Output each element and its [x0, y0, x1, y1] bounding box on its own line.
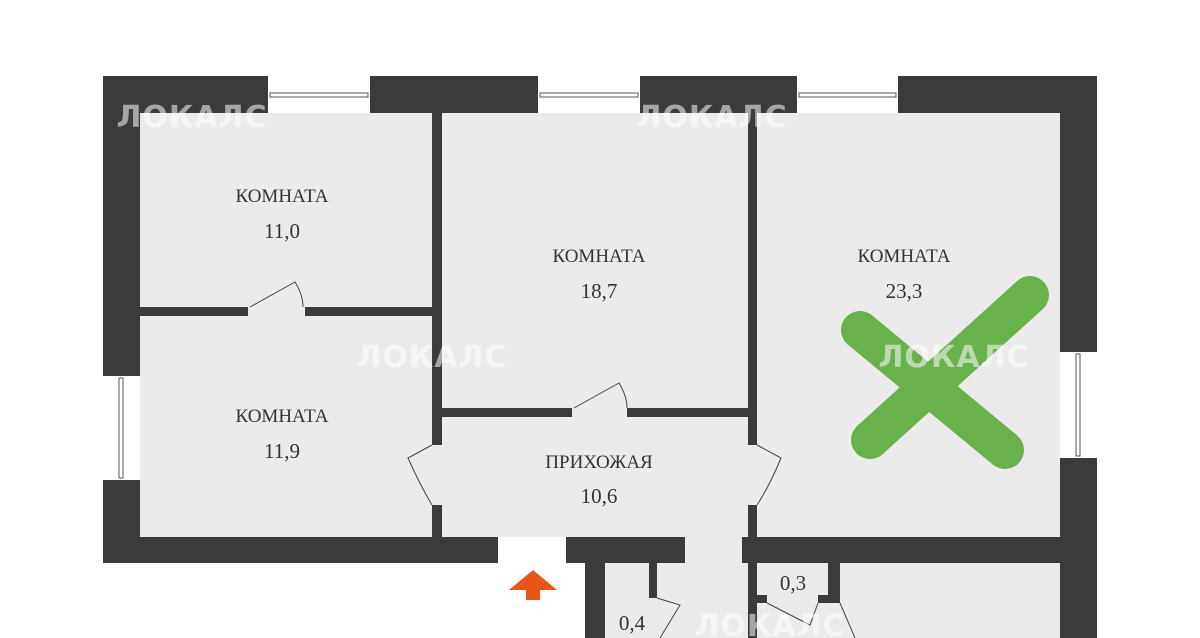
windows [103, 76, 1097, 480]
small-area: 0,4 [619, 611, 646, 635]
watermark: ЛОКАЛС [356, 340, 507, 375]
watermark: ЛОКАЛС [878, 340, 1029, 375]
small-area: 0,3 [780, 571, 806, 595]
room-area: 11,9 [264, 439, 300, 463]
room-name: КОМНАТА [236, 406, 329, 427]
door-swings [249, 281, 856, 638]
watermark: ЛОКАЛС [116, 100, 267, 135]
room-name: КОМНАТА [858, 246, 951, 267]
entrance-opening [498, 537, 566, 563]
room-name: КОМНАТА [553, 246, 646, 267]
room-area: 18,7 [581, 279, 618, 303]
floor [103, 76, 1097, 563]
watermark: ЛОКАЛС [636, 100, 787, 135]
room-area: 23,3 [886, 279, 923, 303]
watermark: ЛОКАЛС [694, 609, 845, 638]
passage-opening [685, 537, 742, 563]
room-area: 10,6 [581, 484, 618, 508]
room-name: КОМНАТА [236, 186, 329, 207]
entry-arrow-icon [509, 570, 557, 600]
room-area: 11,0 [264, 219, 300, 243]
room-name: ПРИХОЖАЯ [545, 452, 653, 473]
cross-mark-icon [841, 276, 1049, 469]
